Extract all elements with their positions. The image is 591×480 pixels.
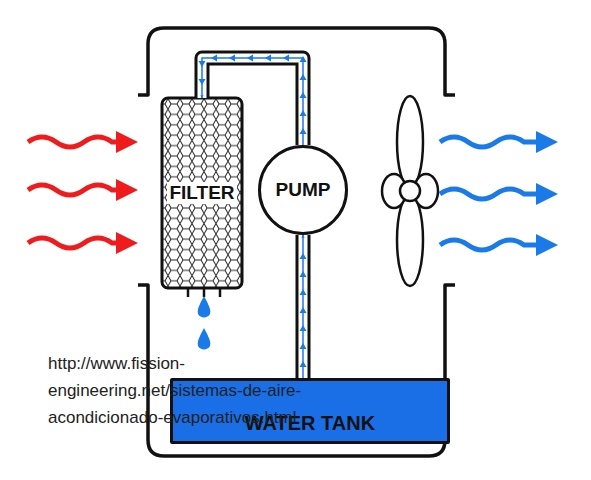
flow-chevron [300, 343, 307, 349]
flow-chevron [265, 55, 271, 62]
hot-air-arrows [28, 137, 120, 248]
node-label: PUMP [276, 179, 331, 201]
fan [382, 96, 438, 286]
flow-chevron [300, 307, 307, 313]
flow-chevron [300, 56, 307, 62]
pump-circle: PUMP [258, 145, 348, 235]
flow-chevron [283, 55, 289, 62]
flow-chevron [300, 92, 307, 98]
pipe-wall [296, 235, 311, 378]
flow-line [202, 58, 303, 145]
flow-chevron [300, 128, 307, 134]
pipe-bore [202, 58, 303, 145]
flow-chevron [300, 74, 307, 80]
flow-chevron [300, 110, 307, 116]
cool-air-arrows [440, 137, 540, 250]
flow-chevron [229, 55, 235, 62]
flow-chevron [211, 55, 217, 62]
flow-chevron [300, 271, 307, 277]
node-label: FILTER [167, 182, 236, 204]
source-url: http://www.fission- engineering.net/sist… [48, 350, 378, 431]
water-pipe [199, 55, 307, 146]
flow-chevron [199, 79, 206, 85]
water-pipe [300, 235, 307, 378]
water-drops [198, 296, 211, 349]
flow-chevron [300, 325, 307, 331]
drain-ticks [188, 288, 220, 297]
flow-chevron [247, 55, 253, 62]
pipe-bore [299, 235, 308, 378]
filter-box: FILTER [162, 98, 242, 288]
flow-chevron [199, 61, 206, 67]
flow-chevron [300, 253, 307, 259]
filter-media [162, 98, 242, 288]
flow-chevron [300, 361, 307, 367]
pipe-wall [202, 58, 303, 145]
flow-chevron [300, 289, 307, 295]
